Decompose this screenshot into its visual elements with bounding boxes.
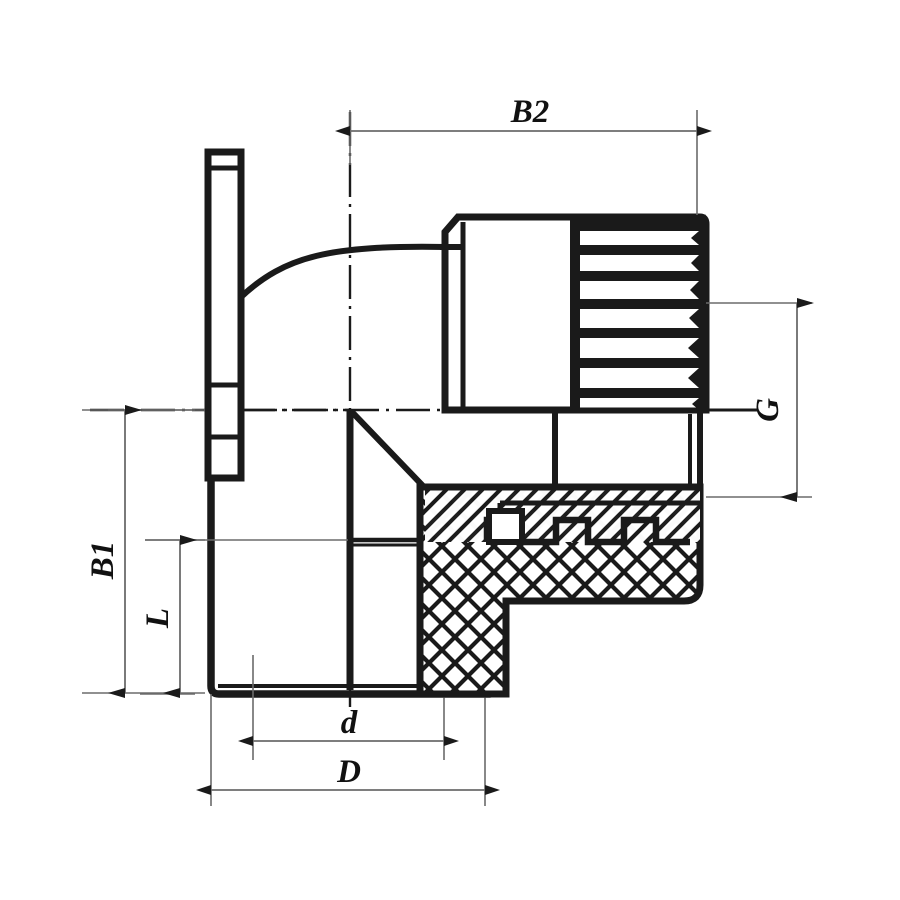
dimension-d: d [238,705,459,746]
dimension-layer: B2 G B1 L d D [82,94,814,795]
dimension-label-D: D [336,754,361,790]
dimension-G: G [706,298,814,502]
union-nut [441,213,710,414]
nut-thread-bars [570,214,706,413]
o-ring-groove [486,508,525,545]
mounting-tab [204,148,245,482]
dimension-D: D [196,754,500,795]
dimension-label-L: L [140,608,176,629]
dimension-label-B1: B1 [85,541,121,581]
dimension-label-B2: B2 [510,94,550,130]
curved-transition [238,243,447,300]
fitting-geometry [108,148,710,806]
elbow-body-outline [207,406,494,698]
dimension-B2: B2 [335,94,712,215]
dimension-label-d: d [341,705,358,741]
dimension-L: L [140,535,205,698]
inner-chamfer-diagonal [349,409,427,490]
dimension-label-G: G [750,398,786,422]
